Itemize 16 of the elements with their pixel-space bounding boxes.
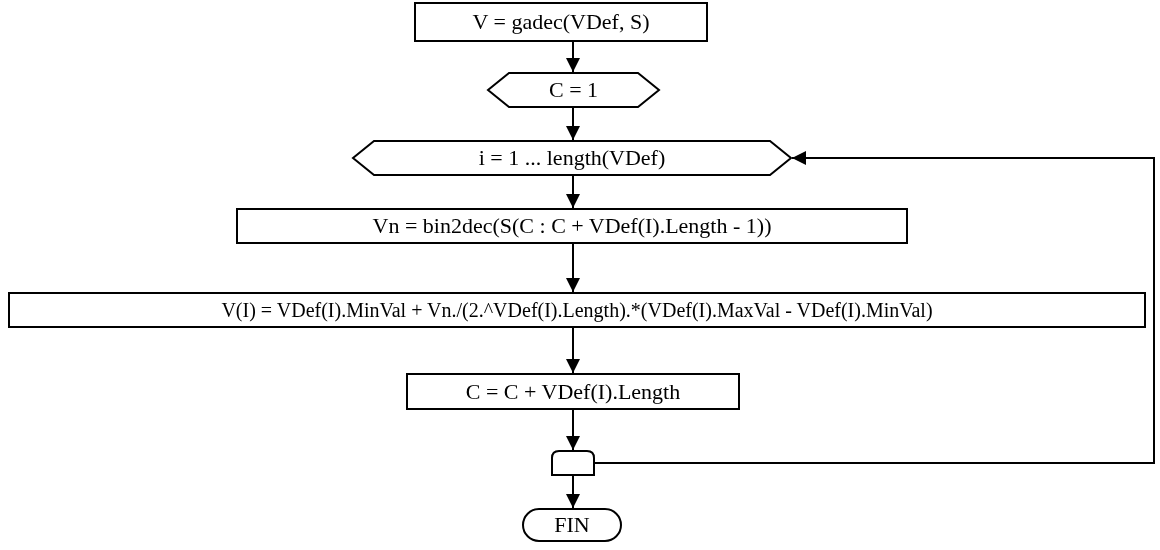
preparation-hexagon: C = 1 bbox=[487, 72, 660, 108]
arrow bbox=[566, 175, 580, 209]
arrow bbox=[566, 327, 580, 374]
arrow bbox=[566, 107, 580, 141]
terminator-shape: FIN bbox=[522, 508, 622, 542]
arrow bbox=[566, 409, 580, 451]
arrow bbox=[566, 475, 580, 509]
loop-end-shape bbox=[551, 450, 595, 476]
preparation-hexagon: i = 1 ... length(VDef) bbox=[352, 140, 792, 176]
process-box: C = C + VDef(I).Length bbox=[406, 373, 740, 410]
process-box: V = gadec(VDef, S) bbox=[414, 2, 708, 42]
process-box: V(I) = VDef(I).MinVal + Vn./(2.^VDef(I).Length).*(VDef(I).MaxVal - VDef(I).MinVal) bbox=[8, 292, 1146, 328]
arrow bbox=[566, 41, 580, 73]
arrow bbox=[594, 151, 1155, 464]
arrow bbox=[566, 243, 580, 293]
process-box: Vn = bin2dec(S(C : C + VDef(I).Length - 1)) bbox=[236, 208, 908, 244]
